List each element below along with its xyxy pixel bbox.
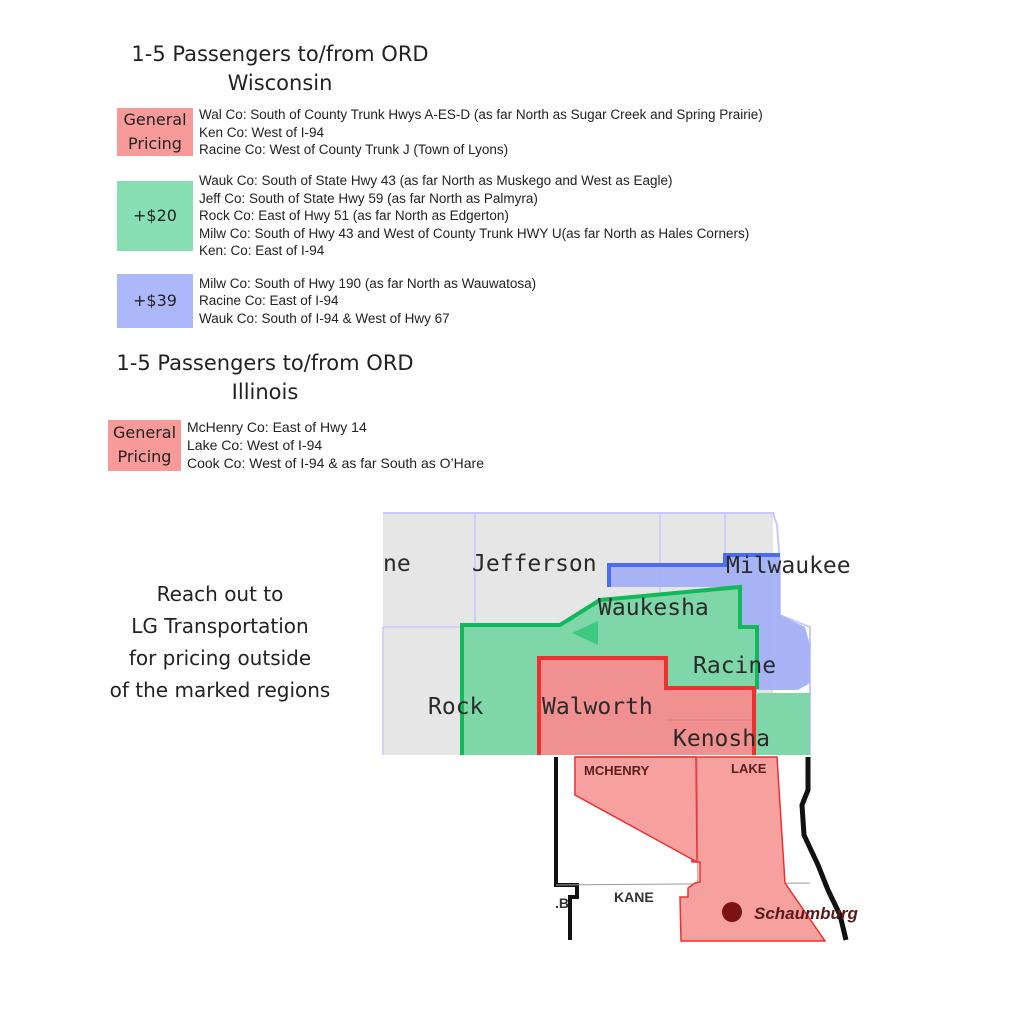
il-tier-general: General Pricing McHenry Co: East of Hwy … — [108, 418, 484, 472]
map-label-walworth: Walworth — [542, 694, 653, 720]
wisconsin-heading: 1-5 Passengers to/from ORD Wisconsin — [100, 40, 460, 98]
plus20-badge: +$20 — [117, 180, 193, 251]
contact-note: Reach out to LG Transportation for prici… — [95, 578, 345, 706]
rule-item: Rock Co: East of Hwy 51 (as far North as… — [199, 208, 509, 223]
lake-michigan-shoreline — [799, 757, 849, 941]
rule-list: Milw Co: South of Hwy 190 (as far North … — [199, 275, 536, 328]
badge-line: Pricing — [128, 134, 182, 154]
general-pricing-badge: General Pricing — [108, 419, 181, 471]
rule-item: Milw Co: South of Hwy 190 (as far North … — [199, 275, 537, 291]
rule-item: Ken: Co: East of I-94 — [199, 243, 325, 258]
heading-title: 1-5 Passengers to/from ORD — [131, 42, 429, 66]
badge-line: +$39 — [133, 291, 177, 310]
note-line: Reach out to — [156, 582, 284, 606]
map-label-dekalb: .B — [555, 895, 569, 911]
note-line: of the marked regions — [109, 678, 331, 702]
map-label-waukesha: Waukesha — [598, 595, 709, 621]
heading-state: Illinois — [231, 380, 299, 404]
badge-line: General — [123, 110, 187, 130]
rule-list: McHenry Co: East of Hwy 14 Lake Co: West… — [187, 418, 484, 472]
heading-state: Wisconsin — [227, 71, 333, 95]
rule-item: Ken Co: West of I-94 — [199, 124, 325, 140]
map-label-schaumburg: Schaumburg — [754, 904, 859, 923]
wi-tier-plus39: +$39 Milw Co: South of Hwy 190 (as far N… — [117, 274, 536, 328]
wi-plus39-border — [607, 553, 780, 587]
wi-plus20-arrow — [572, 621, 598, 645]
badge-line: +$20 — [133, 205, 177, 225]
rule-item: Cook Co: West of I-94 & as far South as … — [187, 455, 484, 471]
rule-item: Racine Co: West of County Trunk J (Town … — [199, 142, 509, 157]
map-label-kane: KANE — [614, 889, 654, 905]
rule-list: Wal Co: South of County Trunk Hwys A-ES-… — [199, 106, 763, 159]
map-label-lake: LAKE — [731, 761, 767, 776]
wi-general-zone — [539, 658, 754, 755]
map-label-mchenry: MCHENRY — [584, 763, 650, 778]
wi-tier-plus20: +$20 Wauk Co: South of State Hwy 43 (as … — [117, 172, 749, 260]
general-pricing-badge: General Pricing — [117, 108, 193, 157]
map-label-racine: Racine — [693, 653, 776, 679]
badge-line: Pricing — [117, 447, 172, 466]
il-general-zone — [575, 756, 827, 942]
rule-item: Wauk Co: South of I-94 & West of Hwy 67 — [199, 310, 450, 326]
rule-item: McHenry Co: East of Hwy 14 — [187, 419, 367, 435]
rule-item: Lake Co: West of I-94 — [187, 437, 323, 453]
map-label-kenosha: Kenosha — [673, 726, 770, 752]
service-area-map: ne Jefferson Milwaukee Waukesha Racine R… — [382, 512, 859, 945]
illinois-heading: 1-5 Passengers to/from ORD Illinois — [95, 349, 435, 407]
note-line: LG Transportation — [131, 614, 309, 638]
il-mchenry-zone — [574, 756, 698, 864]
rule-list: Wauk Co: South of State Hwy 43 (as far N… — [199, 172, 749, 260]
rule-item: Wal Co: South of County Trunk Hwys A-ES-… — [199, 107, 763, 122]
county-border-west — [554, 757, 579, 940]
county-border-mchenry-lake — [696, 756, 699, 884]
wi-tier-general: General Pricing Wal Co: South of County … — [117, 106, 763, 159]
wi-plus20-border — [460, 584, 759, 755]
note-line: for pricing outside — [128, 646, 312, 670]
rule-item: Racine Co: East of I-94 — [199, 293, 339, 309]
map-label-milwaukee: Milwaukee — [726, 553, 851, 579]
city-marker-icon — [722, 902, 742, 922]
wi-plus39-zone — [609, 555, 810, 690]
badge-line: General — [112, 423, 177, 442]
map-label-jefferson: Jefferson — [472, 551, 597, 577]
rule-item: Wauk Co: South of State Hwy 43 (as far N… — [199, 173, 673, 188]
map-label-rock: Rock — [428, 694, 484, 720]
heading-title: 1-5 Passengers to/from ORD — [116, 351, 414, 375]
wi-general-border — [537, 656, 756, 755]
rule-item: Milw Co: South of Hwy 43 and West of Cou… — [199, 225, 750, 241]
plus39-badge: +$39 — [117, 274, 193, 328]
rule-item: Jeff Co: South of State Hwy 59 (as far N… — [199, 190, 538, 206]
map-label-county: ne — [383, 551, 411, 577]
